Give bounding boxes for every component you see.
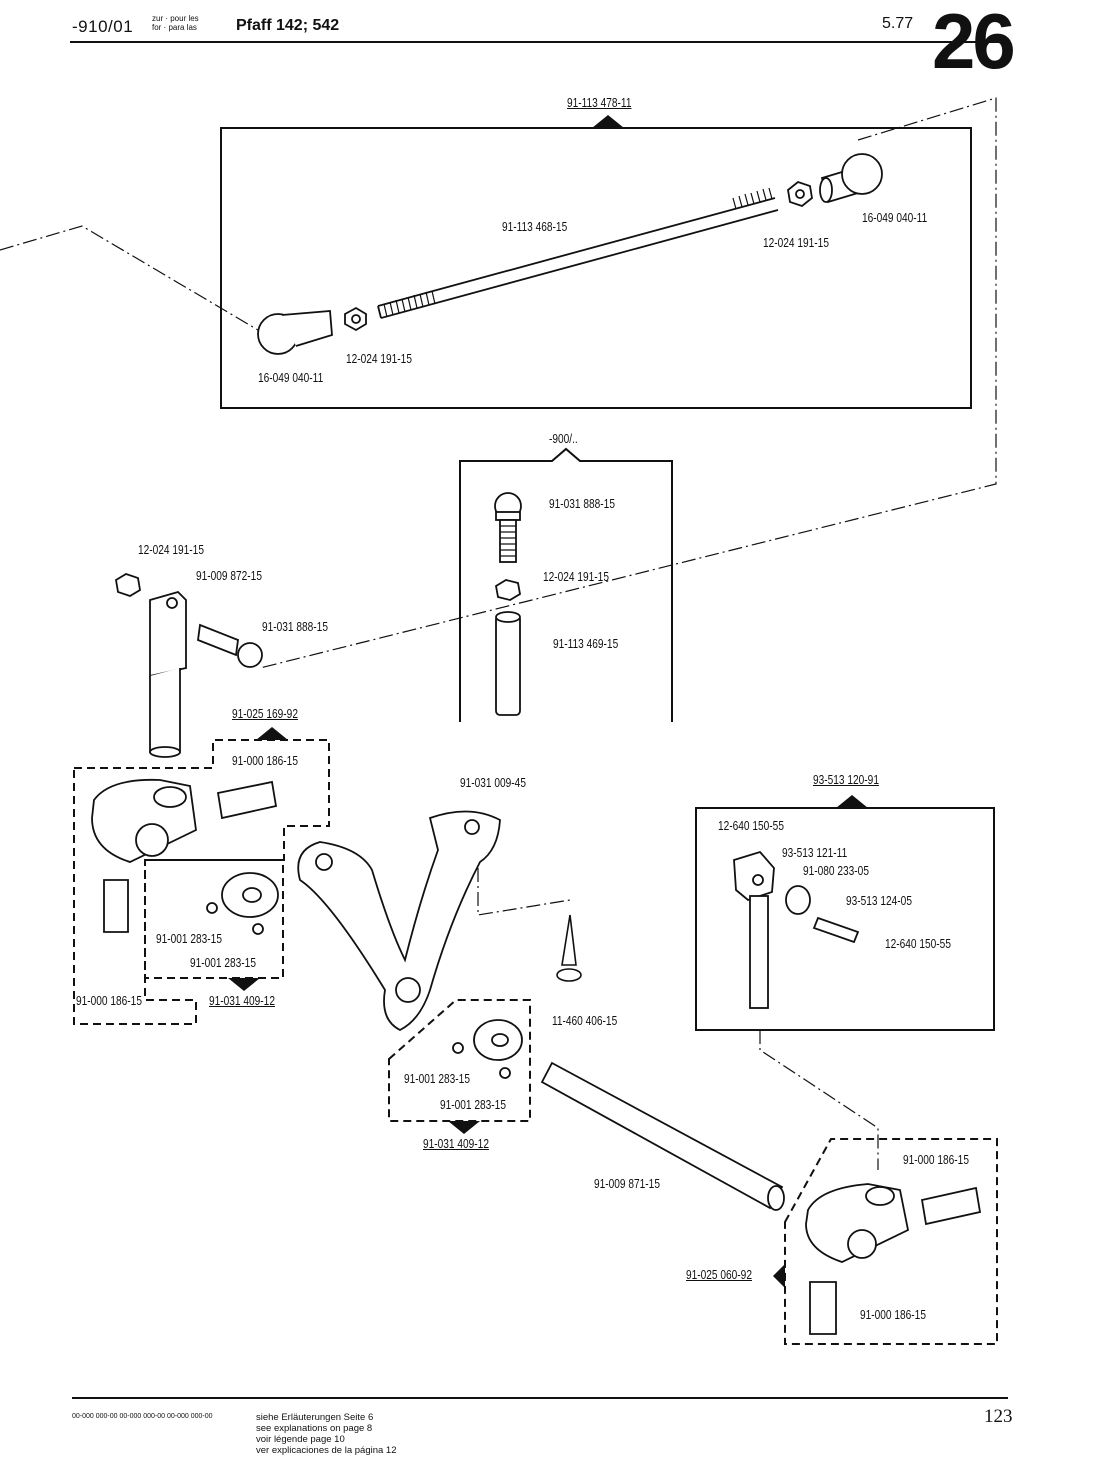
part-label-wood-screw: 11-460 406-15 — [552, 1013, 618, 1028]
machine-model: Pfaff 142; 542 — [236, 17, 340, 34]
rod-threads — [383, 187, 773, 318]
connector-right-rod — [259, 97, 997, 669]
part-label-crank-assembly: 93-513 120-91 — [813, 772, 879, 787]
ball-stud-thread — [499, 519, 517, 563]
part-label-clamp-screw-right: 91-000 186-15 — [903, 1152, 969, 1167]
clamp-right — [805, 1183, 982, 1335]
part-label-clamp-screw-right-lower: 91-000 186-15 — [860, 1307, 926, 1322]
part-label-clamp-screw-left-lower: 91-000 186-15 — [76, 993, 142, 1008]
part-label-nut-right: 12-024 191-15 — [763, 235, 829, 250]
connector-screw — [477, 868, 571, 916]
language-note-line-1: zur · pour les — [152, 14, 199, 23]
part-label-clamp-right-assembly: 91-025 060-92 — [686, 1267, 752, 1282]
wood-screw — [556, 914, 582, 982]
nut-900 — [495, 579, 521, 601]
nut-left-upright — [115, 573, 141, 597]
collar-center — [452, 1019, 523, 1079]
crank-right — [733, 850, 860, 1009]
crank-shaft — [749, 895, 769, 1009]
marker-clamp-right — [773, 1264, 785, 1288]
marker-clamp-left — [256, 727, 288, 740]
bellcrank — [297, 810, 501, 1032]
marker-crank — [836, 795, 868, 808]
part-label-set-screw-center-b: 91-001 283-15 — [440, 1097, 506, 1112]
clevis-rod-shank — [149, 668, 181, 753]
part-label-ball-socket-left: 16-049 040-11 — [258, 370, 324, 385]
issue-date: 5.77 — [882, 15, 914, 32]
part-label-nut-900: 12-024 191-15 — [543, 569, 609, 584]
ball-socket-left-shank — [281, 310, 333, 347]
marker-rod-assembly — [592, 115, 624, 128]
part-label-nut-left: 12-024 191-15 — [346, 351, 412, 366]
ball-socket-right — [841, 153, 883, 195]
part-label-nut-left-upright: 12-024 191-15 — [138, 542, 204, 557]
part-label-ball-stud: 91-031 888-15 — [549, 496, 615, 511]
part-label-crank-pin: 93-513 124-05 — [846, 893, 912, 908]
legend-line-fr: voir légende page 10 — [256, 1434, 345, 1445]
assembly-box-900 — [459, 447, 673, 722]
legend-codes: 00-000 000-00 00-000 000-00 00-000 000-0… — [72, 1413, 213, 1420]
legend-explanations: siehe Erläuterungen Seite 6 see explanat… — [256, 1412, 396, 1456]
part-label-set-screw-left-b: 91-001 283-15 — [190, 955, 256, 970]
clevis-rod — [149, 590, 187, 678]
marker-collar-center — [448, 1121, 480, 1134]
legend-line-de: siehe Erläuterungen Seite 6 — [256, 1412, 374, 1423]
legend-line-es: ver explicaciones de la página 12 — [256, 1445, 397, 1456]
part-label-clamp-left-assembly: 91-025 169-92 — [232, 706, 298, 721]
spacer-sleeve — [495, 614, 521, 716]
connector-crank — [759, 1030, 879, 1170]
part-label-ball-stud-side: 91-031 888-15 — [262, 619, 328, 634]
ball-stud-side — [197, 623, 239, 657]
part-label-crank-lever: 93-513 121-11 — [782, 845, 848, 860]
part-label-variant-900: -900/.. — [549, 431, 578, 446]
dashed-box-clamp-left — [73, 739, 330, 1025]
rod-top-edge — [377, 197, 776, 307]
dashed-box-clamp-right — [784, 1138, 998, 1345]
legend-line-en: see explanations on page 8 — [256, 1423, 373, 1434]
part-label-long-shaft: 91-009 871-15 — [594, 1176, 660, 1191]
catalog-code: -910/01 — [72, 17, 134, 36]
connector-left-rod — [0, 225, 259, 331]
dashed-box-collar-left — [144, 859, 284, 979]
collar-left — [206, 872, 279, 935]
language-note-line-2: for · para las — [152, 23, 197, 32]
page-number: 123 — [984, 1406, 1013, 1427]
part-label-clevis-rod: 91-009 872-15 — [196, 568, 262, 583]
marker-collar-left — [228, 978, 260, 991]
part-label-crank-washer: 91-080 233-05 — [803, 863, 869, 878]
part-label-clamp-screw-left: 91-000 186-15 — [232, 753, 298, 768]
assembly-box-crank — [695, 807, 995, 1031]
part-label-retaining-ring-top: 12-640 150-55 — [718, 818, 784, 833]
clamp-left — [91, 778, 278, 933]
language-note: zur · pour les for · para las — [152, 14, 199, 32]
part-label-ball-socket-right: 16-049 040-11 — [862, 210, 928, 225]
part-label-spacer-sleeve: 91-113 469-15 — [553, 636, 619, 651]
long-shaft — [540, 1061, 785, 1211]
part-label-collar-left-assembly: 91-031 409-12 — [209, 993, 275, 1008]
part-label-bellcrank: 91-031 009-45 — [460, 775, 526, 790]
dashed-box-collar-center — [388, 999, 531, 1122]
rod-bottom-edge — [380, 209, 779, 319]
part-label-retaining-ring-bottom: 12-640 150-55 — [885, 936, 951, 951]
part-label-set-screw-center-a: 91-001 283-15 — [404, 1071, 470, 1086]
part-label-rod: 91-113 468-15 — [502, 219, 568, 234]
part-label-collar-center-assembly: 91-031 409-12 — [423, 1136, 489, 1151]
part-label-set-screw-left-a: 91-001 283-15 — [156, 931, 222, 946]
part-label-rod-assembly: 91-113 478-11 — [567, 95, 632, 110]
